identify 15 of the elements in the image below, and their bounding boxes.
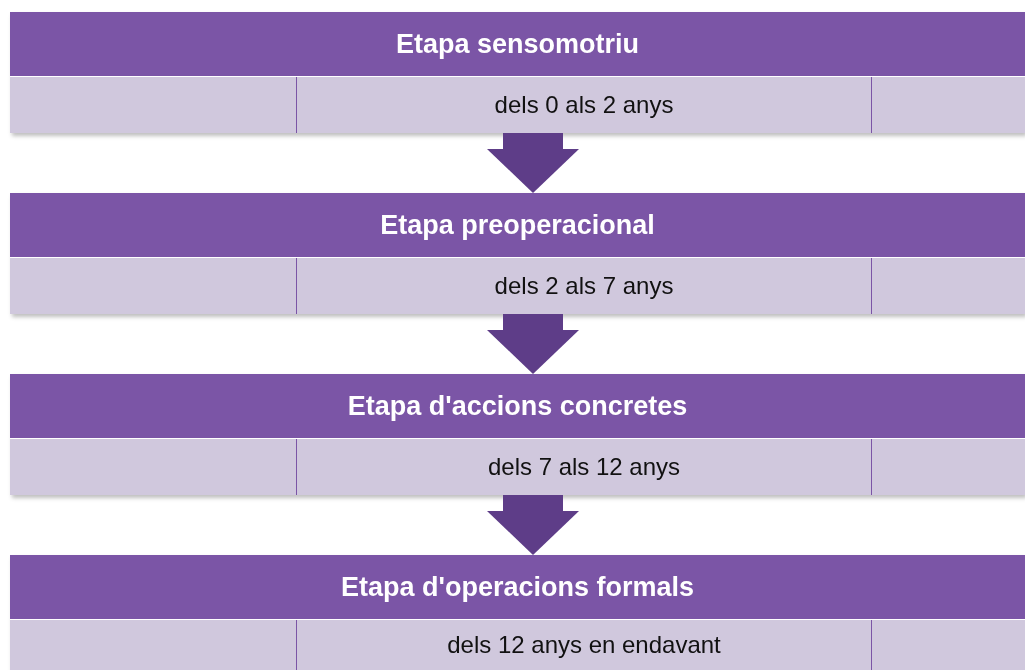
age-range: dels 0 als 2 anys xyxy=(494,91,674,119)
age-range: dels 12 anys en endavant xyxy=(447,631,721,659)
age-range: dels 7 als 12 anys xyxy=(487,453,681,481)
age-range: dels 2 als 7 anys xyxy=(494,272,674,300)
stage-heading: Etapa d'accions concretes xyxy=(10,374,1025,438)
down-arrow xyxy=(487,133,579,193)
stage-card xyxy=(10,374,1025,495)
down-arrow xyxy=(487,314,579,374)
stage-card xyxy=(10,555,1025,670)
stage-heading: Etapa sensomotriu xyxy=(10,12,1025,76)
stage-card xyxy=(10,193,1025,314)
stage-heading: Etapa d'operacions formals xyxy=(10,555,1025,619)
down-arrow xyxy=(487,495,579,555)
stage-heading: Etapa preoperacional xyxy=(10,193,1025,257)
stage-card xyxy=(10,12,1025,133)
